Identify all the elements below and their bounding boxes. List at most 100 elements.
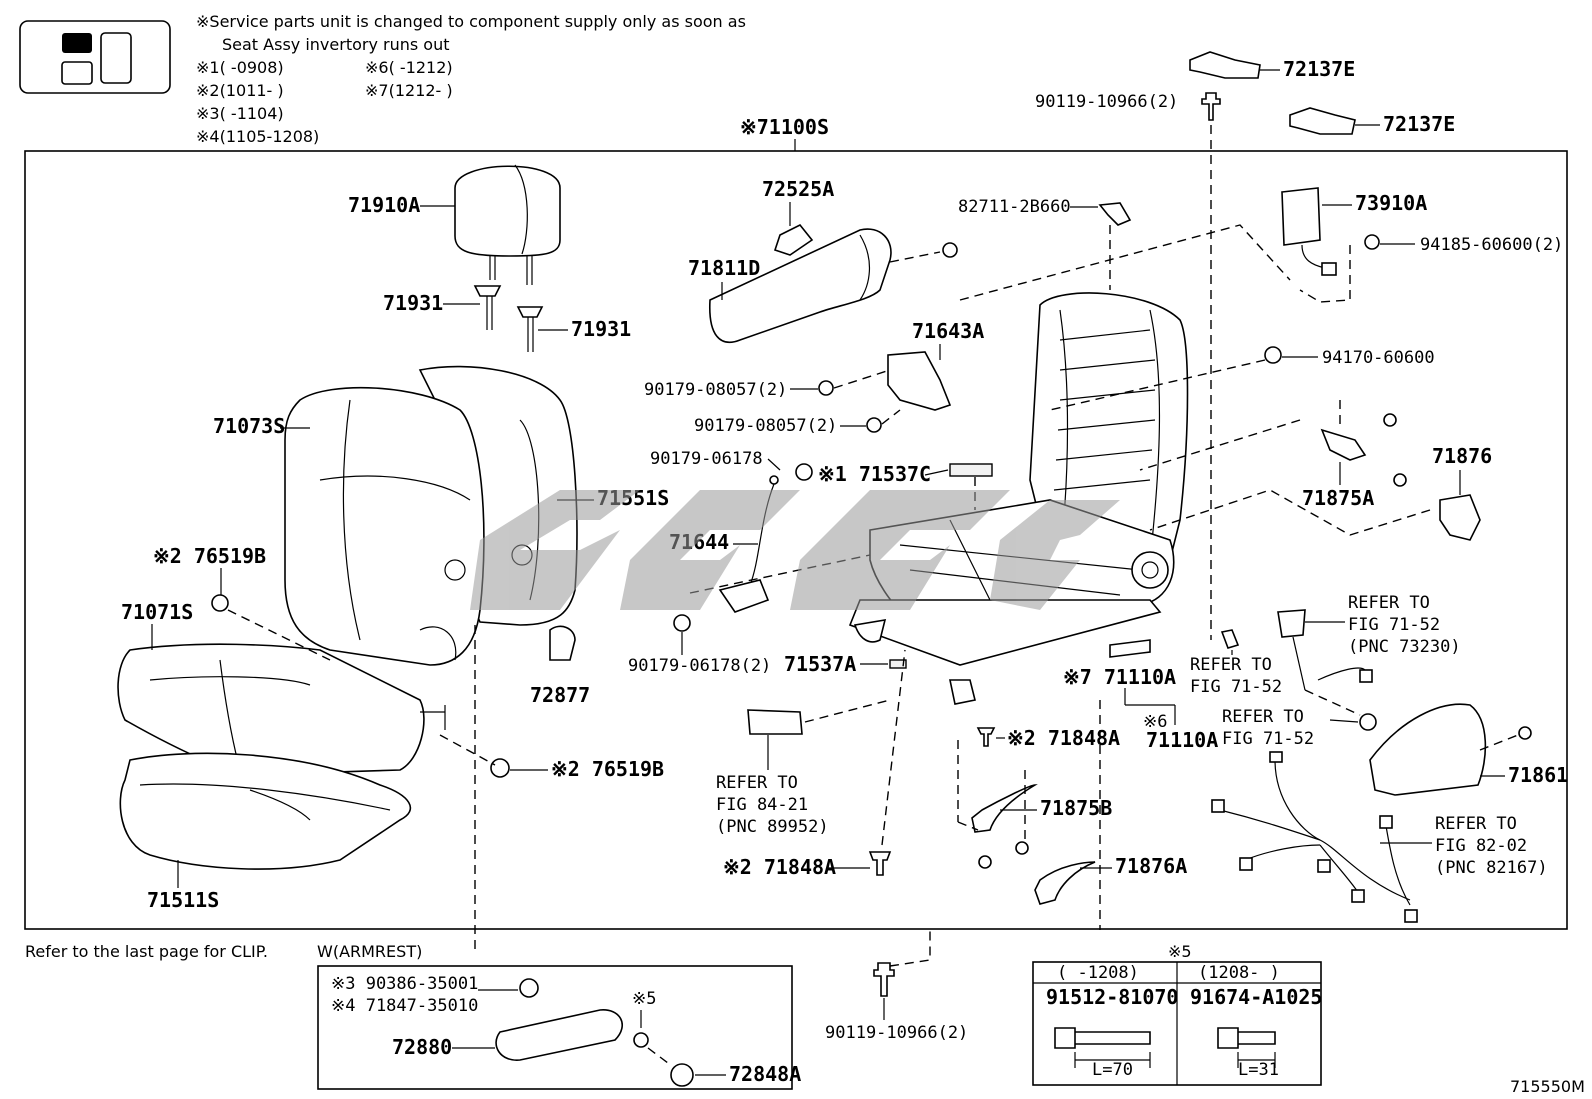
label-73910A: 73910A — [1355, 191, 1427, 215]
cover-72137E-drawing — [1189, 51, 1261, 79]
label-72880: 72880 — [392, 1035, 452, 1059]
label-71876: 71876 — [1432, 444, 1492, 468]
label-71511S: 71511S — [147, 888, 219, 912]
label-71073S: 71073S — [213, 414, 285, 438]
date-code-mark: ※3 — [196, 104, 220, 123]
label-72137E-b: 72137E — [1383, 112, 1455, 136]
bolt-table-title: ※5 — [1168, 942, 1192, 961]
label-71811D: 71811D — [688, 256, 760, 280]
label-71848A-top: ※2 71848A — [1007, 726, 1120, 750]
shield-71861-drawing — [1369, 703, 1487, 796]
bracket-71875A-drawing — [1320, 428, 1367, 461]
bolt-col2-length: L=31 — [1238, 1060, 1279, 1080]
headrest-drawing — [454, 164, 561, 352]
label-90179-08057-b: 90179-08057(2) — [694, 416, 837, 436]
svg-text:※7(1212- ): ※7(1212- ) — [365, 81, 453, 100]
date-code-range: (1105-1208) — [220, 127, 320, 146]
date-code-range: ( -0908) — [220, 58, 284, 77]
label-71875B: 71875B — [1040, 796, 1112, 820]
label-82711-2B660: 82711-2B660 — [958, 197, 1071, 217]
mark-5: ※5 — [632, 989, 656, 1009]
label-76519B-top: ※2 76519B — [153, 544, 266, 568]
armrest-72880-drawing — [495, 1009, 623, 1061]
label-71910A: 71910A — [348, 193, 420, 217]
nut-icon — [866, 417, 882, 433]
label-71931-left: 71931 — [383, 291, 443, 315]
bracket-71876-drawing — [1439, 494, 1481, 541]
assembly-label: ※71100S — [740, 115, 829, 139]
cover-72137E-drawing — [1289, 107, 1356, 135]
date-code-mark: ※7 — [365, 81, 389, 100]
svg-text:※2(1011- ): ※2(1011- ) — [196, 81, 284, 100]
refer-84-21-line3: (PNC 89952) — [716, 817, 829, 837]
seat-position-icon — [19, 20, 171, 94]
bolt-col1-length: L=70 — [1092, 1060, 1133, 1080]
buckle-drawing — [1277, 609, 1373, 691]
label-71848A-bottom: ※2 71848A — [723, 855, 836, 879]
date-code-mark: ※2 — [196, 81, 220, 100]
label-71875A: 71875A — [1302, 486, 1374, 510]
wire-harness-drawing — [1211, 751, 1418, 923]
label-72137E-a: 72137E — [1283, 57, 1355, 81]
date-code-range: ( -1104) — [220, 104, 284, 123]
clip-82711-drawing — [1098, 202, 1132, 226]
date-code-range: (1212- ) — [389, 81, 453, 100]
label-90119-bottom: 90119-10966(2) — [825, 1023, 968, 1043]
refer-82-02-line2: FIG 82-02 — [1435, 836, 1527, 856]
label-71876A: 71876A — [1115, 854, 1187, 878]
svg-text:※1( -0908): ※1( -0908) — [196, 58, 284, 77]
clip-71848A-drawing — [868, 851, 892, 876]
service-note-line2: Seat Assy invertory runs out — [222, 35, 450, 54]
module-73910A-drawing — [1281, 187, 1380, 276]
label-72525A: 72525A — [762, 177, 834, 201]
refer-71-52-a-line1: REFER TO — [1190, 655, 1272, 675]
date-code-mark: ※6 — [365, 58, 389, 77]
connector-drawing — [747, 709, 803, 735]
bracket-71875B-drawing — [971, 784, 1038, 833]
date-code-mark: ※4 — [196, 127, 220, 146]
refer-84-21-line2: FIG 84-21 — [716, 795, 808, 815]
service-note-line1: ※Service parts unit is changed to compon… — [196, 12, 746, 31]
pad-71537C-drawing — [949, 463, 993, 477]
date-code-range: (1011- ) — [220, 81, 284, 100]
refer-71-52-c-line2: FIG 71-52 — [1348, 615, 1440, 635]
refer-71-52-c-line1: REFER TO — [1348, 593, 1430, 613]
armrest-title: W(ARMREST) — [317, 942, 422, 961]
label-90119-top: 90119-10966(2) — [1035, 92, 1178, 112]
refer-71-52-b-line1: REFER TO — [1222, 707, 1304, 727]
screw-icon — [942, 242, 958, 258]
bracket-71643A-drawing — [887, 351, 952, 411]
bolt-col1-part: 91512-81070 — [1046, 985, 1178, 1009]
watermark-logo — [470, 490, 1120, 610]
svg-text:※3( -1104): ※3( -1104) — [196, 104, 284, 123]
label-72877: 72877 — [530, 683, 590, 707]
refer-82-02-line3: (PNC 82167) — [1435, 858, 1548, 878]
label-90179-06178-2: 90179-06178(2) — [628, 656, 771, 676]
bolt-table: ( -1208) (1208- ) 91512-81070 91674-A102… — [1032, 961, 1322, 1086]
label-71110A-6: 71110A — [1146, 728, 1218, 752]
label-90179-06178: 90179-06178 — [650, 449, 763, 469]
bolt-icon — [1201, 92, 1221, 121]
seat-assembly-frame — [24, 150, 1568, 930]
bracket-71876A-drawing — [1034, 861, 1096, 905]
label-90386-35001: ※3 90386-35001 — [331, 974, 478, 994]
refer-71-52-b-line2: FIG 71-52 — [1222, 729, 1314, 749]
label-71847-35010: ※4 71847-35010 — [331, 996, 478, 1016]
seat-cushion-drawing — [117, 594, 576, 870]
svg-text:※6( -1212): ※6( -1212) — [365, 58, 453, 77]
refer-71-52-c-line3: (PNC 73230) — [1348, 637, 1461, 657]
label-71931-right: 71931 — [571, 317, 631, 341]
recliner-cover-drawing — [709, 223, 892, 344]
clip-note: Refer to the last page for CLIP. — [25, 942, 268, 961]
refer-71-52-a-line2: FIG 71-52 — [1190, 677, 1282, 697]
refer-82-02-line1: REFER TO — [1435, 814, 1517, 834]
bolt-col2-part: 91674-A1025 — [1190, 985, 1322, 1009]
svg-text:※4(1105-1208): ※4(1105-1208) — [196, 127, 319, 146]
label-72848A: 72848A — [729, 1062, 801, 1086]
label-94185-60600: 94185-60600(2) — [1420, 235, 1563, 255]
label-71643A: 71643A — [912, 319, 984, 343]
date-code-mark: ※1 — [196, 58, 220, 77]
date-code-list: ※1( -0908) ※6( -1212) ※2(1011- ) ※7(1212… — [196, 58, 453, 146]
label-71110A-6-mark: ※6 — [1143, 712, 1167, 732]
